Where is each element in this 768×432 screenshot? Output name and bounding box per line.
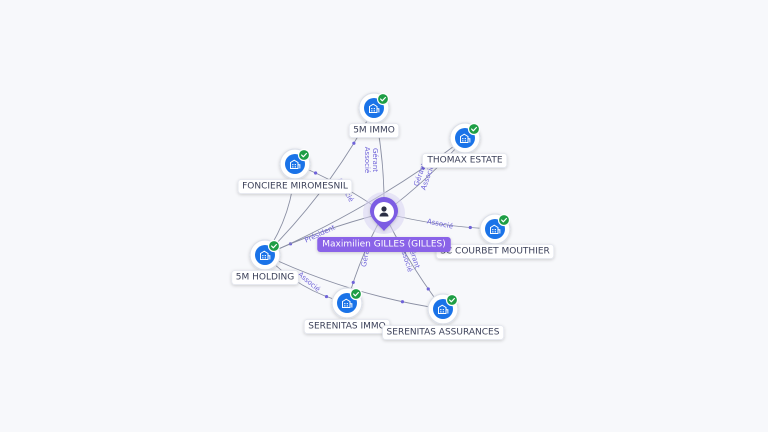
node-label-pill: SC COURBET MOUTHIER — [435, 244, 555, 259]
edge-arrow-marker — [313, 171, 318, 175]
verified-badge — [267, 239, 281, 253]
center-label-bg — [317, 237, 451, 252]
check-icon — [380, 96, 386, 102]
edge-arrow-marker — [426, 287, 430, 291]
node-5m-holding[interactable]: 5M HOLDING — [231, 239, 299, 285]
node-serenitas-assurances[interactable]: SERENITAS ASSURANCES — [382, 293, 505, 340]
edge-arrow-marker — [468, 225, 472, 230]
edge-arrow-marker — [352, 141, 356, 145]
check-icon — [471, 126, 477, 132]
node-label-pill: THOMAX ESTATE — [422, 153, 508, 168]
node-label-bg — [435, 244, 555, 259]
edge-arrow-marker — [351, 280, 355, 285]
node-label-pill: FONCIERE MIROMESNIL — [237, 179, 353, 194]
node-5m-immo[interactable]: 5M IMMO — [348, 92, 400, 138]
verified-badge — [349, 287, 363, 301]
node-fonciere-miromesnil[interactable]: FONCIERE MIROMESNIL — [237, 148, 353, 194]
edge-arrow-marker — [324, 294, 329, 299]
check-icon — [501, 217, 507, 223]
center-inner — [374, 202, 394, 222]
check-icon — [353, 291, 359, 297]
node-label-bg — [231, 270, 299, 285]
edge-label: Gérant — [371, 148, 379, 172]
check-icon — [301, 152, 307, 158]
node-label-bg — [382, 325, 505, 340]
node-label-pill: 5M HOLDING — [231, 270, 299, 285]
check-icon — [449, 297, 455, 303]
node-label-bg — [422, 153, 508, 168]
verified-badge — [445, 293, 459, 307]
verified-badge — [497, 213, 511, 227]
node-serenitas-immo[interactable]: SERENITAS IMMO — [303, 287, 391, 334]
center-label-pill: Maximilien GILLES (GILLES) — [317, 237, 451, 252]
edge-label: Associé — [426, 217, 454, 230]
edge-arrow-marker — [400, 300, 405, 304]
verified-badge — [467, 122, 481, 136]
edge-label: Associé — [363, 147, 371, 173]
node-sc-courbet-mouthier[interactable]: SC COURBET MOUTHIER — [435, 213, 555, 259]
node-label-pill: 5M IMMO — [348, 123, 400, 138]
verified-badge — [297, 148, 311, 162]
check-icon — [271, 243, 277, 249]
person-icon — [379, 206, 389, 217]
node-label-pill: SERENITAS IMMO — [303, 319, 391, 334]
verified-badge — [376, 92, 390, 106]
node-label-pill: SERENITAS ASSURANCES — [382, 325, 505, 340]
node-label-bg — [303, 319, 391, 334]
node-label-bg — [348, 123, 400, 138]
node-label-bg — [237, 179, 353, 194]
node-thomax-estate[interactable]: THOMAX ESTATE — [422, 122, 508, 168]
